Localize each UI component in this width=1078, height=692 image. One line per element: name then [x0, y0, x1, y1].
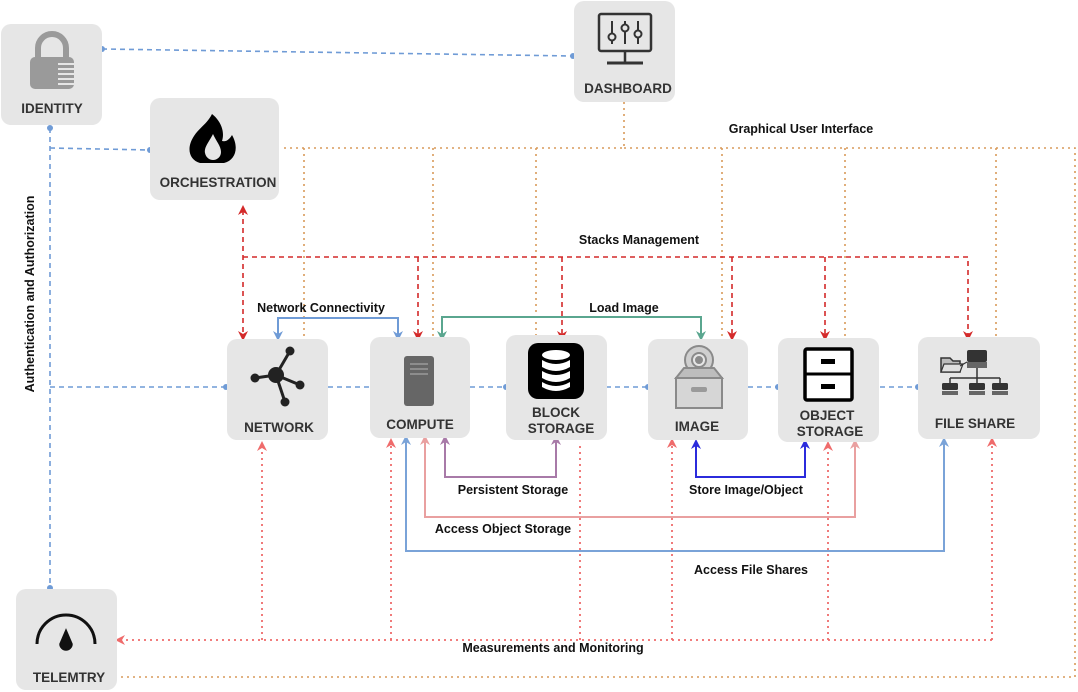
measurements-monitoring-label: Measurements and Monitoring: [462, 641, 643, 655]
image-label: IMAGE: [675, 419, 719, 434]
gui-links: [118, 102, 1076, 678]
telemetry-node[interactable]: TELEMTRY: [16, 589, 117, 690]
telemetry-links: [115, 437, 997, 645]
telemetry-label: TELEMTRY: [33, 670, 105, 685]
network-connectivity-label: Network Connectivity: [257, 301, 385, 315]
object-storage-label-line1: OBJECT: [800, 408, 856, 423]
database-icon: [528, 343, 584, 399]
store-image-object-label: Store Image/Object: [689, 483, 804, 497]
block-storage-label-line1: BLOCK: [532, 405, 580, 420]
flame-icon: [189, 114, 236, 163]
disc-box-icon: [673, 345, 725, 409]
network-label: NETWORK: [244, 420, 314, 435]
persistent-storage-label: Persistent Storage: [458, 483, 569, 497]
object-storage-label-line2: STORAGE: [797, 424, 864, 439]
block-storage-label-line2: STORAGE: [528, 421, 595, 436]
access-object-storage-label: Access Object Storage: [435, 522, 571, 536]
compute-label: COMPUTE: [386, 417, 454, 432]
persistent-storage-link: [440, 435, 561, 478]
server-icon: [404, 356, 434, 406]
stacks-management-label: Stacks Management: [579, 233, 700, 247]
orchestration-label: ORCHESTRATION: [160, 175, 277, 190]
access-file-shares-label: Access File Shares: [694, 563, 808, 577]
authentication-authorization-label: Authentication and Authorization: [23, 196, 37, 393]
access-object-storage-link: [420, 435, 860, 518]
identity-node[interactable]: IDENTITY: [1, 24, 102, 125]
identity-label: IDENTITY: [21, 101, 83, 116]
gui-label: Graphical User Interface: [729, 122, 874, 136]
gauge-icon: [35, 613, 97, 651]
image-node[interactable]: IMAGE: [648, 339, 748, 440]
block-storage-node[interactable]: BLOCK STORAGE: [506, 335, 607, 440]
network-connectivity-link: [273, 317, 403, 341]
load-image-link: [437, 316, 706, 341]
network-node[interactable]: NETWORK: [227, 339, 328, 440]
identity-links: [47, 46, 921, 591]
orchestration-node[interactable]: ORCHESTRATION: [150, 98, 279, 200]
load-image-label: Load Image: [589, 301, 659, 315]
network-hub-icon: [250, 346, 305, 407]
file-share-node[interactable]: FILE SHARE: [918, 337, 1040, 439]
object-storage-node[interactable]: OBJECT STORAGE: [778, 338, 879, 442]
store-image-object-link: [691, 439, 810, 478]
access-file-shares-link: [401, 435, 949, 552]
file-tree-icon: [940, 350, 1008, 395]
file-share-label: FILE SHARE: [935, 416, 1015, 431]
file-cabinet-icon: [803, 347, 854, 402]
dashboard-label: DASHBOARD: [584, 81, 672, 96]
lock-icon: [30, 31, 74, 89]
dashboard-node[interactable]: DASHBOARD: [574, 1, 675, 102]
monitor-sliders-icon: [597, 12, 653, 65]
compute-node[interactable]: COMPUTE: [370, 337, 470, 438]
stacks-links: [238, 205, 973, 341]
